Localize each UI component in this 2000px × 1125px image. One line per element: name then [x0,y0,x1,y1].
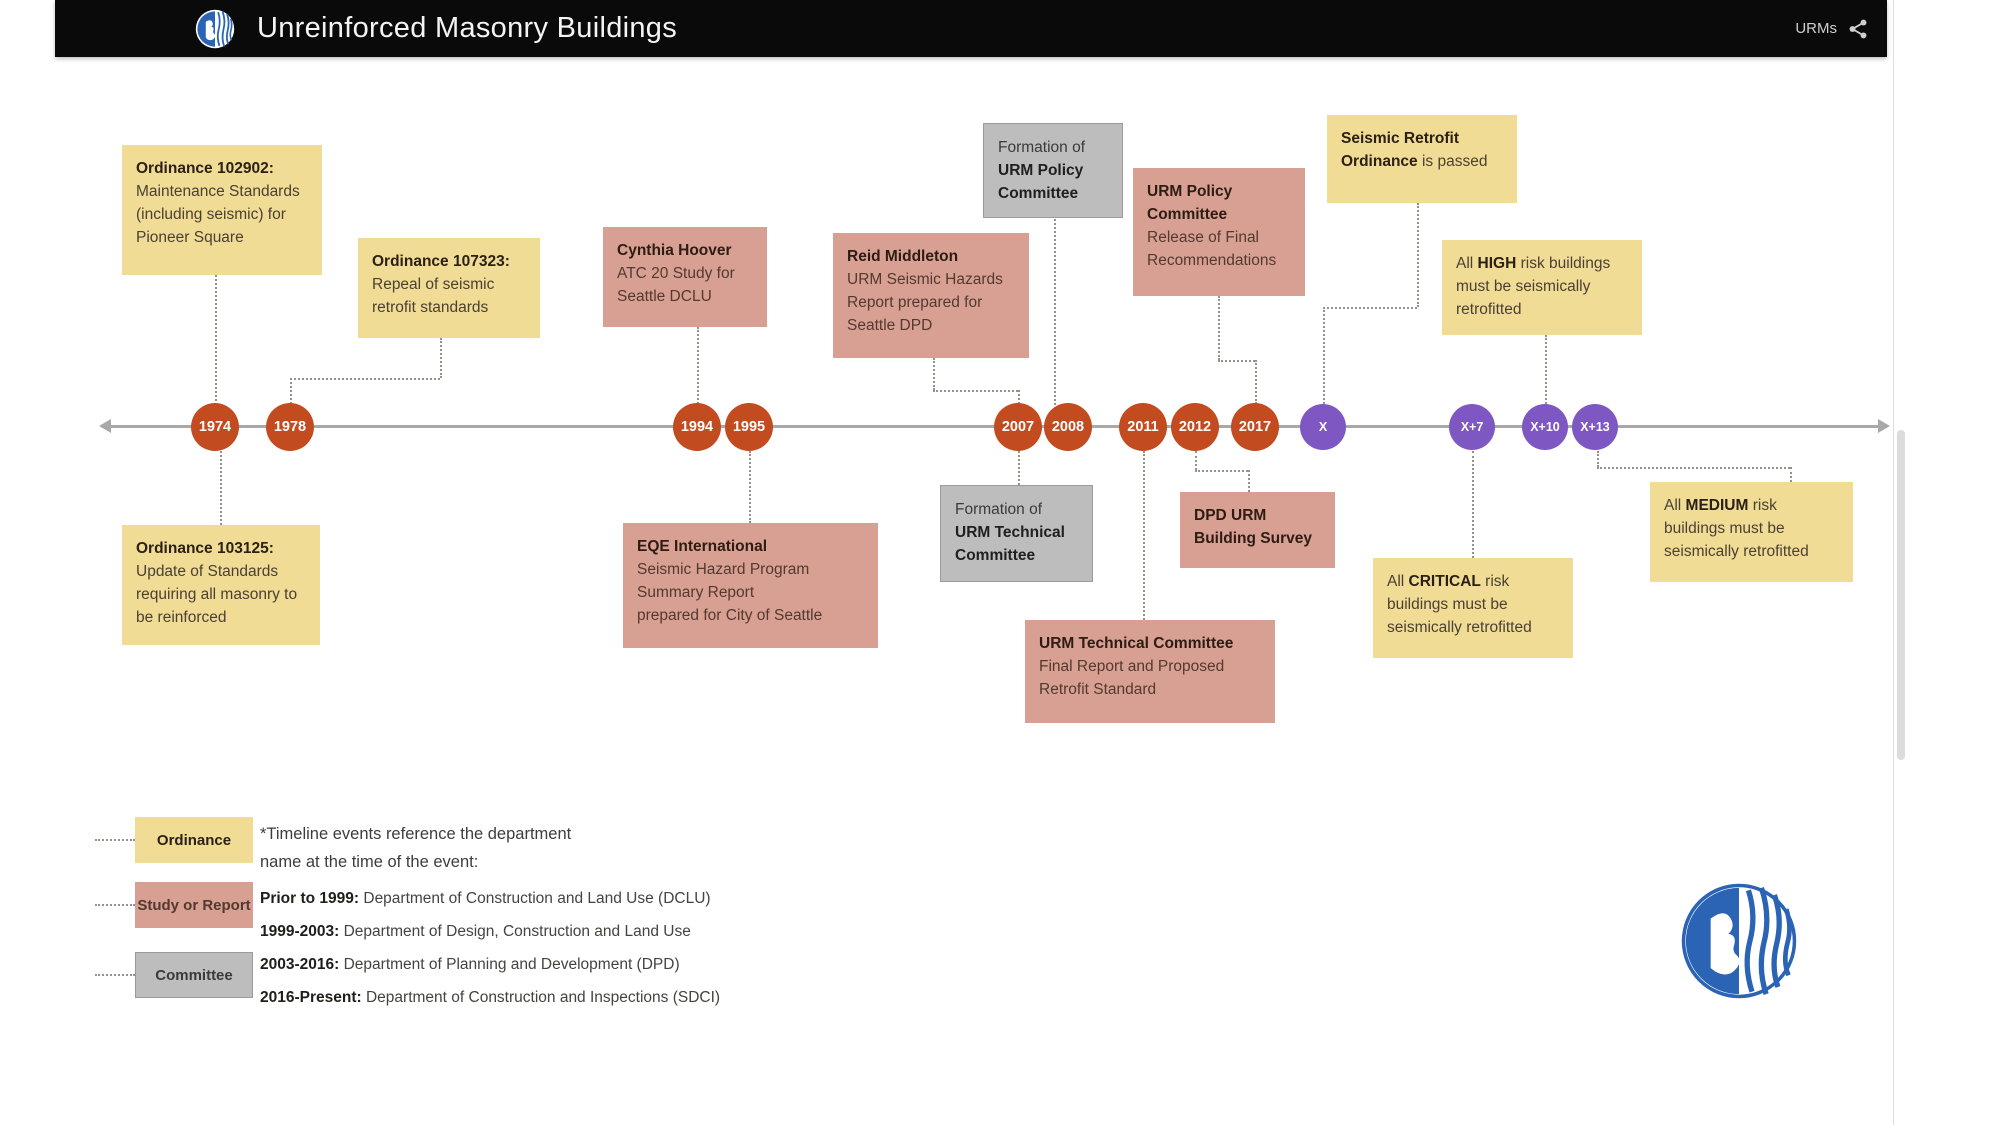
connector-2017-up-c [1255,360,1257,404]
footnote: *Timeline events reference the departmen… [260,820,860,1020]
connector-1978-up-a [440,338,442,378]
connector-2008-up [1054,215,1056,405]
footnote-entry-dpd: 2003-2016: Department of Planning and De… [260,956,680,973]
event-eqe-international: EQE International Seismic Hazard Program… [623,523,878,648]
connector-2017-up-b [1218,360,1255,362]
event-cynthia-hoover: Cynthia Hoover ATC 20 Study for Seattle … [603,227,767,327]
timeline-node-x13[interactable]: X+13 [1572,404,1618,450]
connector-x7-down [1472,451,1474,558]
timeline-node-1994[interactable]: 1994 [673,403,721,451]
timeline-node-2011[interactable]: 2011 [1119,403,1167,451]
connector-2007-up-c [1018,390,1020,404]
connector-2011-down [1143,451,1145,620]
connector-x13-down-c [1790,467,1792,482]
connector-x13-down-b [1597,467,1790,469]
event-medium-risk-retrofit: All MEDIUM risk buildings must be seismi… [1650,482,1853,582]
timeline-node-2007[interactable]: 2007 [994,403,1042,451]
connector-1978-up-c [290,378,292,404]
urms-label[interactable]: URMs [1795,20,1837,37]
page-title: Unreinforced Masonry Buildings [257,12,678,44]
connector-2012-down-a [1195,451,1197,470]
connector-2012-down-c [1248,470,1250,492]
event-high-risk-retrofit: All HIGH risk buildings must be seismica… [1442,240,1642,335]
timeline-node-1978[interactable]: 1978 [266,403,314,451]
legend-leader-ordinance [95,839,135,841]
legend-leader-committee [95,974,135,976]
timeline-node-x[interactable]: X [1300,404,1346,450]
connector-2007-down [1018,451,1020,485]
connector-1995-down [749,451,751,523]
timeline-node-2008[interactable]: 2008 [1044,403,1092,451]
timeline-arrow-right-icon [1878,419,1890,433]
timeline-arrow-left-icon [99,419,111,433]
legend-committee: Committee [135,952,253,998]
connector-1974-down [220,451,222,525]
legend-leader-study [95,904,135,906]
legend-study-or-report: Study or Report [135,882,253,928]
event-ordinance-103125: Ordinance 103125: Update of Standards re… [122,525,320,645]
connector-2012-down-b [1195,470,1248,472]
connector-1974-up [215,275,217,405]
event-urm-technical-committee-formation: Formation of URM Technical Committee [940,485,1093,582]
event-seismic-retrofit-ordinance: Seismic Retrofit Ordinance is passed [1327,115,1517,203]
timeline-node-x7[interactable]: X+7 [1449,404,1495,450]
connector-1994-up [697,327,699,404]
event-dpd-urm-building-survey: DPD URM Building Survey [1180,492,1335,568]
footnote-intro: *Timeline events reference the departmen… [260,825,572,871]
seattle-city-logo [1681,883,1797,999]
footnote-entry-ddclu: 1999-2003: Department of Design, Constru… [260,923,691,940]
connector-x10-up [1545,335,1547,404]
connector-x-up-a [1417,203,1419,307]
event-urm-technical-committee-final-report: URM Technical Committee Final Report and… [1025,620,1275,723]
scrollbar-thumb[interactable] [1897,430,1905,760]
share-icon[interactable] [1847,18,1869,40]
timeline-node-2017[interactable]: 2017 [1231,403,1279,451]
seattle-logo-icon [195,9,235,48]
event-reid-middleton: Reid Middleton URM Seismic Hazards Repor… [833,233,1029,358]
connector-1978-up-b [290,378,440,380]
connector-2007-up-a [933,358,935,390]
connector-x-up-c [1323,307,1325,404]
timeline-node-1974[interactable]: 1974 [191,403,239,451]
event-urm-policy-committee-formation: Formation of URM Policy Committee [983,123,1123,218]
footnote-entry-dclu: Prior to 1999: Department of Constructio… [260,890,711,907]
scrollbar-track [1893,0,1894,1125]
event-ordinance-107323: Ordinance 107323: Repeal of seismic retr… [358,238,540,338]
event-urm-policy-committee-release: URM Policy Committee Release of Final Re… [1133,168,1305,296]
timeline-node-2012[interactable]: 2012 [1171,403,1219,451]
connector-2007-up-b [933,390,1018,392]
timeline-node-1995[interactable]: 1995 [725,403,773,451]
event-critical-risk-retrofit: All CRITICAL risk buildings must be seis… [1373,558,1573,658]
connector-x-up-b [1323,307,1417,309]
legend-ordinance: Ordinance [135,817,253,863]
connector-x13-down-a [1597,451,1599,467]
header-bar: Unreinforced Masonry Buildings URMs [55,0,1887,57]
connector-2017-up-a [1218,296,1220,360]
footnote-entry-sdci: 2016-Present: Department of Construction… [260,989,721,1006]
event-ordinance-102902: Ordinance 102902: Maintenance Standards … [122,145,322,275]
timeline-node-x10[interactable]: X+10 [1522,404,1568,450]
